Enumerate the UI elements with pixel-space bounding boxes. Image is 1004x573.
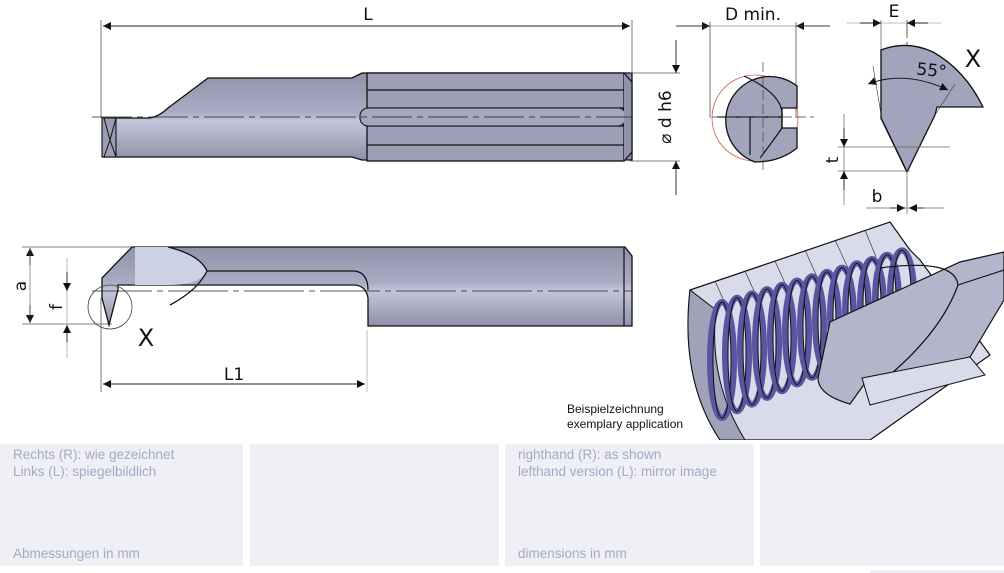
application-illustration xyxy=(687,221,1004,440)
example-caption: Beispielzeichnung exemplary application xyxy=(567,402,683,432)
label-angle: 55° xyxy=(915,60,947,83)
label-D-min: D min. xyxy=(725,5,781,25)
info-panel-blank-1 xyxy=(250,444,499,566)
panel-en-footer: dimensions in mm xyxy=(518,546,627,561)
thread-ring xyxy=(787,280,807,385)
info-panel-blank-2 xyxy=(760,444,1004,566)
thread-ring xyxy=(757,288,777,399)
label-b: b xyxy=(872,187,883,207)
panel-en-line2: lefthand version (L): mirror image xyxy=(518,464,717,479)
caption-line-en: exemplary application xyxy=(567,417,684,431)
technical-drawing: L ⌀ d h6 D min. xyxy=(11,2,1004,440)
detail-x-view xyxy=(838,19,985,214)
label-detail-x-top: X xyxy=(965,45,981,73)
thread-ring xyxy=(772,284,792,392)
label-L1: L1 xyxy=(224,365,244,385)
info-panel-de: Rechts (R): wie gezeichnet Links (L): sp… xyxy=(0,444,243,566)
label-t: t xyxy=(823,156,843,163)
label-d-h6: ⌀ d h6 xyxy=(656,90,676,143)
panel-en-line1: righthand (R): as shown xyxy=(518,447,662,462)
bottom-strip xyxy=(870,570,1004,573)
label-E: E xyxy=(889,2,900,22)
tool-side-view xyxy=(22,246,633,392)
angle-arc xyxy=(867,77,949,91)
thread-ring xyxy=(802,275,822,379)
thread-ring xyxy=(727,297,747,412)
tool-top-view xyxy=(92,20,680,195)
thread-ring xyxy=(742,292,762,406)
label-f: f xyxy=(47,303,67,310)
panel-de-line1: Rechts (R): wie gezeichnet xyxy=(13,447,175,462)
label-L: L xyxy=(363,5,373,25)
panel-de-footer: Abmessungen in mm xyxy=(13,546,140,561)
label-a: a xyxy=(11,281,31,291)
panel-de-line2: Links (L): spiegelbildlich xyxy=(13,464,157,479)
caption-line-de: Beispielzeichnung xyxy=(567,402,664,416)
thread-ring xyxy=(712,301,732,419)
tool-end-view xyxy=(676,22,830,170)
label-detail-x-side: X xyxy=(138,324,154,352)
info-panel-en: righthand (R): as shown lefthand version… xyxy=(505,444,754,566)
